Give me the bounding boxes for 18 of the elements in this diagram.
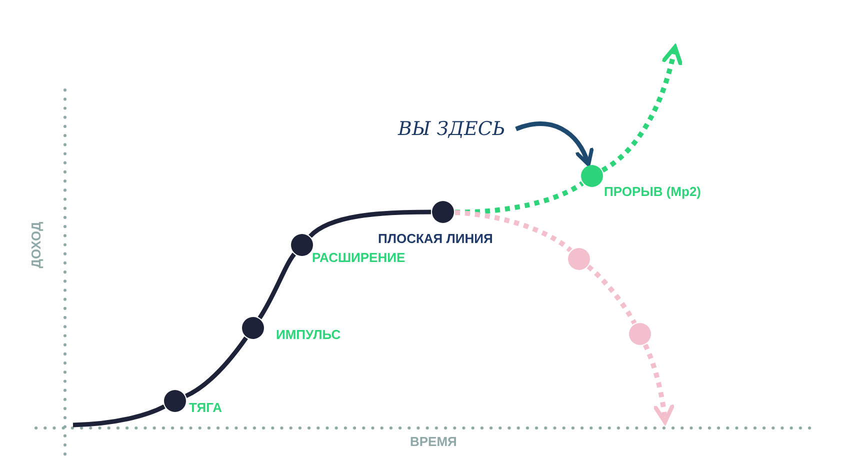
arrow [601,44,682,172]
curve-line [308,210,432,238]
stage-label: РАСШИРЕНИЕ [312,249,406,267]
curve-line [454,181,584,215]
curve-line [72,404,166,428]
arrow [642,344,674,424]
stage-label: ПРОРЫВ (Мр2) [604,183,702,201]
handwritten-note: ВЫ ЗДЕСЬ [398,112,516,146]
stage-label: ИМПУЛЬС [276,326,341,344]
axis-label: ВРЕМЯ [410,433,457,451]
stage-label: ТЯГА [189,399,222,417]
axis-label: ДОХОД [27,222,44,268]
curve-line [258,252,296,320]
curve-line [586,264,637,325]
stage-label: ПЛОСКАЯ ЛИНИЯ [378,230,493,248]
arrow [515,122,593,166]
curve-line [454,210,572,252]
curve-line [184,336,248,398]
